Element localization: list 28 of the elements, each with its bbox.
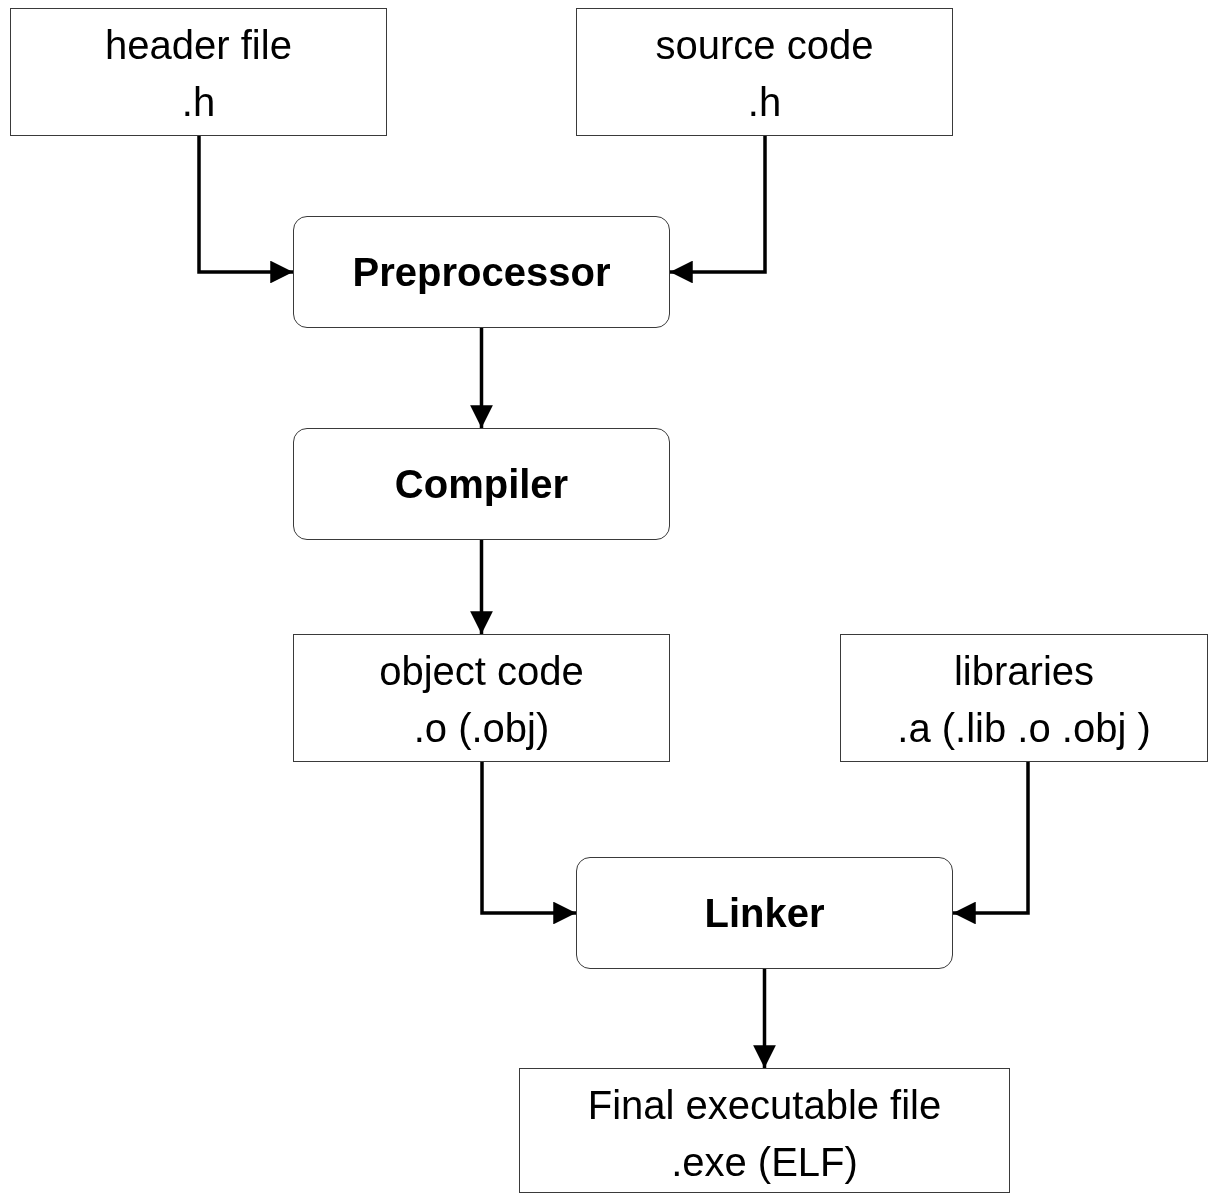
arrow [470, 540, 493, 634]
node-label: source code [655, 22, 874, 69]
node-label: object code [379, 648, 584, 695]
node-label: header file [105, 22, 292, 69]
file-extension: .h [747, 79, 782, 126]
node-label: Preprocessor [352, 248, 611, 296]
file-box [293, 634, 670, 762]
file-extension: .exe (ELF) [671, 1139, 858, 1186]
process-box [293, 428, 670, 540]
node-label: Compiler [394, 460, 569, 508]
arrow [470, 328, 493, 428]
process-box [576, 857, 953, 969]
file-box [10, 8, 387, 136]
file-extension: .o (.obj) [413, 705, 550, 752]
node-label: Final executable file [587, 1082, 942, 1129]
file-extension: .a (.lib .o .obj ) [897, 705, 1151, 752]
file-box [840, 634, 1208, 762]
file-box [519, 1068, 1010, 1193]
process-box [293, 216, 670, 328]
node-label: Linker [704, 889, 825, 937]
file-extension: .h [181, 79, 216, 126]
node-label: libraries [953, 648, 1094, 695]
arrow [480, 762, 576, 925]
arrow [670, 136, 767, 284]
file-box [576, 8, 953, 136]
arrow [753, 969, 776, 1068]
arrow [953, 762, 1030, 925]
arrow [197, 136, 293, 284]
